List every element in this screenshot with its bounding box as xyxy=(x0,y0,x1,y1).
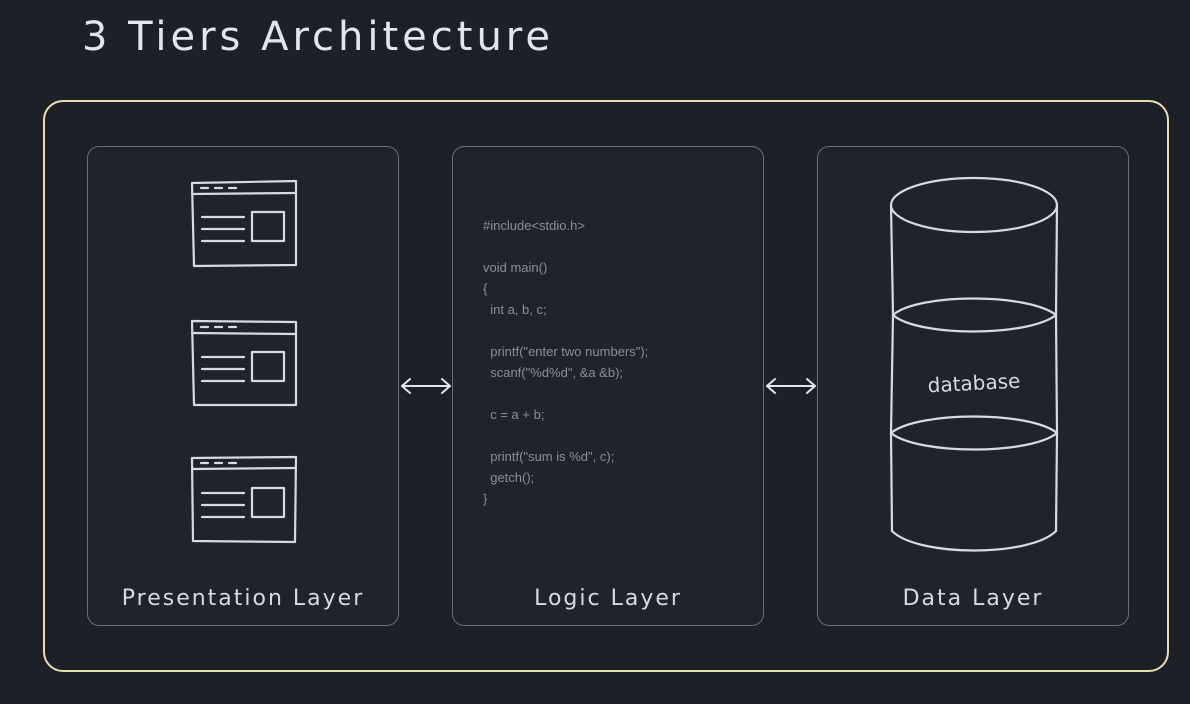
code-line: #include<stdio.h> xyxy=(483,218,585,233)
browser-window-icon xyxy=(190,319,298,407)
architecture-frame xyxy=(43,100,1169,672)
presentation-layer-label: Presentation Layer xyxy=(121,586,365,611)
page-title: 3 Tiers Architecture xyxy=(82,14,554,60)
code-line: printf("sum is %d", c); xyxy=(483,449,615,464)
code-line: getch(); xyxy=(483,470,535,485)
browser-window-icon xyxy=(190,179,298,268)
code-line: } xyxy=(483,491,488,506)
bidirectional-arrow-icon xyxy=(766,378,816,394)
code-line: { xyxy=(483,281,488,296)
bidirectional-arrow-icon xyxy=(401,378,451,394)
data-layer-panel: database Data Layer xyxy=(817,146,1129,626)
code-line: c = a + b; xyxy=(483,407,545,422)
database-cylinder-icon xyxy=(889,176,1059,552)
code-line: int a, b, c; xyxy=(483,302,547,317)
logic-layer-panel: #include<stdio.h> void main() { int a, b… xyxy=(452,146,764,626)
logic-layer-label: Logic Layer xyxy=(534,586,682,611)
code-line: scanf("%d%d", &a &b); xyxy=(483,365,624,380)
presentation-layer-panel: Presentation Layer xyxy=(87,146,399,626)
code-line: void main() xyxy=(483,260,548,275)
data-layer-label: Data Layer xyxy=(902,586,1044,611)
browser-window-icon xyxy=(190,455,298,544)
code-line: printf("enter two numbers"); xyxy=(483,344,649,359)
code-snippet: #include<stdio.h> void main() { int a, b… xyxy=(483,215,648,509)
